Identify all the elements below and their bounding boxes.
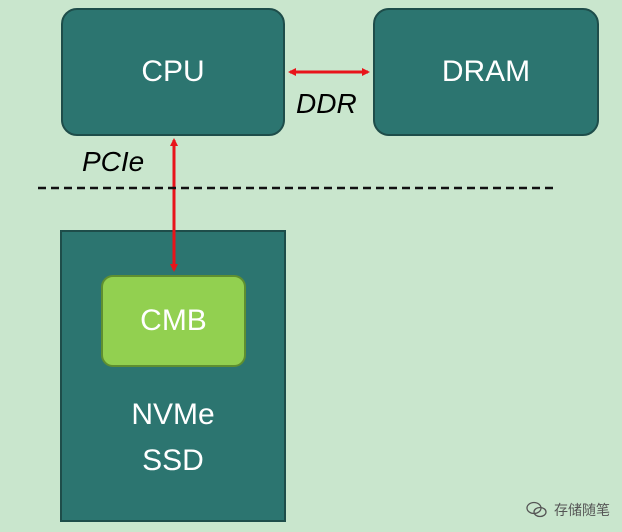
ssd-label-line1: NVMe bbox=[131, 398, 215, 431]
dram-box: DRAM bbox=[373, 8, 599, 136]
cmb-label: CMB bbox=[140, 304, 207, 337]
nvme-ssd-label: NVMe SSD bbox=[60, 392, 286, 484]
dram-label: DRAM bbox=[441, 55, 531, 88]
cpu-box: CPU bbox=[61, 8, 285, 136]
ddr-label: DDR bbox=[296, 88, 357, 119]
cpu-label: CPU bbox=[141, 55, 205, 88]
ssd-label-line2: SSD bbox=[142, 444, 204, 477]
cmb-box: CMB bbox=[101, 275, 246, 367]
wechat-icon bbox=[526, 501, 547, 518]
watermark: 存储随笔 bbox=[526, 500, 610, 520]
watermark-text: 存储随笔 bbox=[554, 502, 610, 518]
pcie-label: PCIe bbox=[82, 146, 145, 177]
